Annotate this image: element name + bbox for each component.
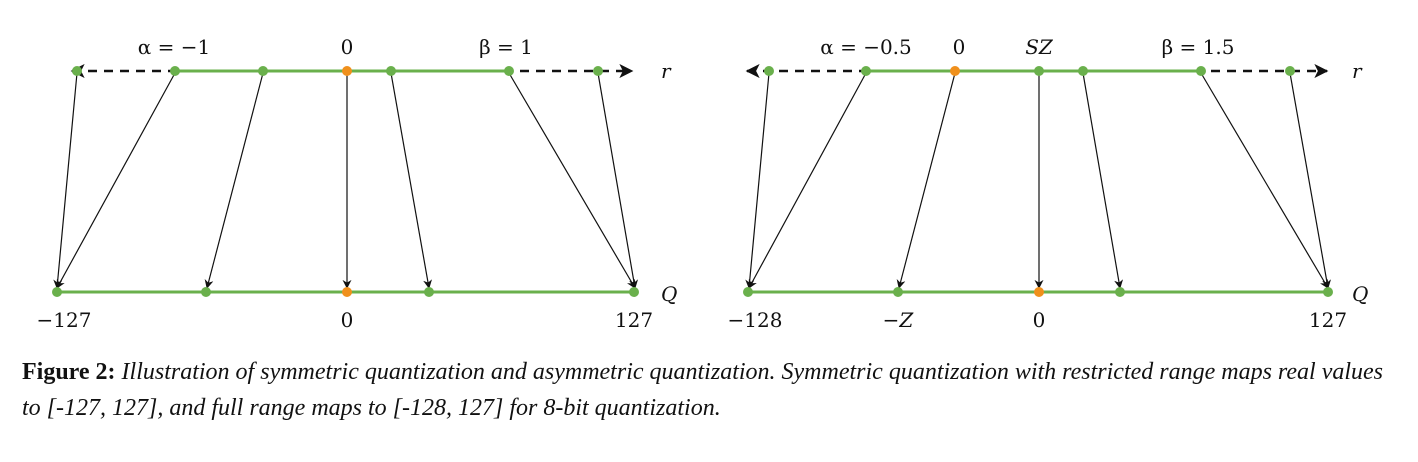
q-axis-label: Q [661,282,677,306]
r-point-sz [1034,66,1044,76]
r-axis-label: r [661,59,672,83]
r-point-beta [504,66,514,76]
q-point-max [629,287,639,297]
alpha-label: α = −1 [138,35,210,59]
q-min-label: −127 [37,308,92,332]
zero-label-top: 0 [953,35,966,59]
r-point-zero [950,66,960,76]
zero-label-top: 0 [341,35,354,59]
map-arrow [204,72,264,289]
q-axis-label: Q [1352,282,1368,306]
r-axis-label: r [1352,59,1363,83]
sz-label: SZ [1025,35,1054,59]
r-point [386,66,396,76]
r-point-alpha [170,66,180,76]
map-arrow [53,72,78,289]
map-arrow [1082,72,1124,289]
quantization-diagram: α = −1 0 β = 1 r Q −127 0 127 [37,35,1369,332]
map-arrow [597,72,639,289]
q-max-label: 127 [1309,308,1347,332]
map-arrow [1289,72,1332,289]
q-point-negz [893,287,903,297]
map-arrow [745,72,770,289]
r-point [593,66,603,76]
r-point [764,66,774,76]
r-point-zero [342,66,352,76]
map-arrow [896,72,956,289]
asymmetric-panel: α = −0.5 0 SZ β = 1.5 r Q −128 −Z 0 127 [728,35,1369,332]
figure-caption: Figure 2: Illustration of symmetric quan… [22,354,1402,426]
q-point-min [52,287,62,297]
map-arrow [56,72,176,289]
q-point [424,287,434,297]
caption-text: Illustration of symmetric quantization a… [22,359,1384,421]
beta-label: β = 1.5 [1162,35,1235,59]
r-point-beta [1196,66,1206,76]
q-zero-label: 0 [1033,308,1046,332]
beta-label: β = 1 [479,35,533,59]
map-arrow [1200,72,1329,289]
q-point-zero [1034,287,1044,297]
map-arrow [748,72,867,289]
q-point [1115,287,1125,297]
q-min-label: −128 [728,308,783,332]
q-negz-label: −Z [883,308,915,332]
r-point [1078,66,1088,76]
q-zero-label: 0 [341,308,354,332]
mapping-arrows [745,72,1332,289]
q-point-max [1323,287,1333,297]
r-point [258,66,268,76]
q-point-zero [342,287,352,297]
q-point [201,287,211,297]
r-point [72,66,82,76]
symmetric-panel: α = −1 0 β = 1 r Q −127 0 127 [37,35,678,332]
caption-label: Figure 2: [22,359,116,385]
map-arrow [508,72,636,289]
r-point-alpha [861,66,871,76]
q-max-label: 127 [615,308,653,332]
alpha-label: α = −0.5 [820,35,912,59]
q-point-min [743,287,753,297]
map-arrow [390,72,433,289]
r-point [1285,66,1295,76]
mapping-arrows [53,72,639,289]
